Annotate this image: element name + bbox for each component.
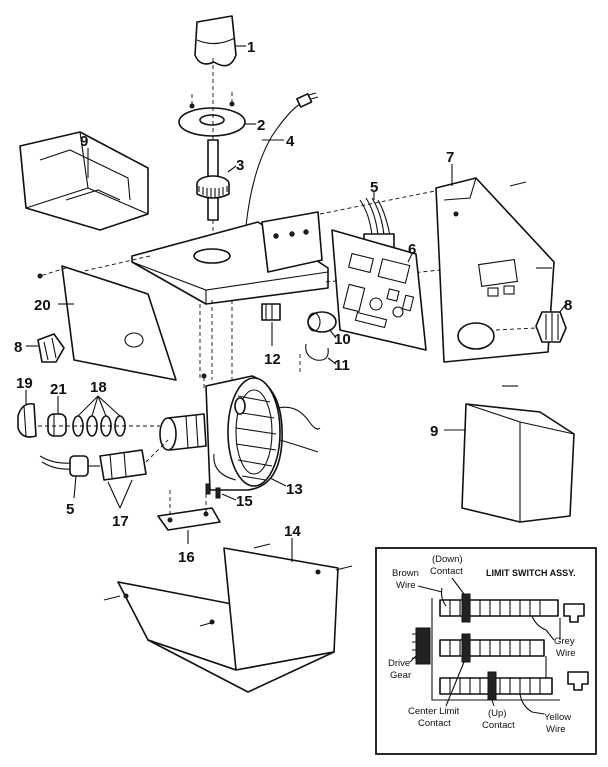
part-9-left-cover xyxy=(19,131,149,231)
label-down-contact-1: (Down) xyxy=(432,554,463,565)
part-3-shaft-gear xyxy=(196,58,230,250)
callout-3: 3 xyxy=(236,157,244,174)
callout-10: 10 xyxy=(334,331,351,348)
callout-9a: 9 xyxy=(80,133,88,150)
part-21-bearing xyxy=(47,413,67,437)
label-grey-wire-1: Grey xyxy=(554,636,575,647)
leader-17a xyxy=(107,481,121,509)
part-1-cap xyxy=(194,15,237,67)
label-center-limit-1: Center Limit xyxy=(408,706,460,717)
callout-16: 16 xyxy=(178,549,195,566)
leader-8b xyxy=(559,303,567,313)
leader-13 xyxy=(269,477,287,487)
part-20-plate xyxy=(37,265,177,381)
part-17-limit-switch xyxy=(39,439,169,481)
part-8-left-knob xyxy=(37,333,65,363)
leader-3 xyxy=(227,165,237,173)
leader-18b xyxy=(91,395,99,417)
leader-18c xyxy=(97,395,107,417)
part-18-washers xyxy=(38,415,160,437)
callout-2: 2 xyxy=(257,117,265,134)
part-11-clip xyxy=(299,343,329,372)
label-brown-wire-2: Wire xyxy=(396,580,416,591)
callout-13: 13 xyxy=(286,481,303,498)
callout-8a: 8 xyxy=(14,339,22,356)
callout-7: 7 xyxy=(446,149,454,166)
callout-19: 19 xyxy=(16,375,33,392)
limit-switch-inset: LIMIT SWITCH ASSY. (Down) Contact Brown … xyxy=(375,547,597,755)
leader-17b xyxy=(119,479,133,509)
label-up-contact-1: (Up) xyxy=(488,708,506,719)
callout-6: 6 xyxy=(408,241,416,258)
label-yellow-wire-2: Wire xyxy=(546,724,566,735)
callout-20: 20 xyxy=(34,297,51,314)
part-14-bottom-cover xyxy=(103,543,353,693)
part-15-screws xyxy=(205,483,221,499)
callout-1: 1 xyxy=(247,39,255,56)
leader-15 xyxy=(221,493,237,501)
part-2-flange xyxy=(178,92,246,137)
callout-14: 14 xyxy=(284,523,301,540)
leader-6 xyxy=(407,253,413,263)
callout-11: 11 xyxy=(334,357,350,374)
part-7-end-panel xyxy=(435,177,555,387)
callout-18: 18 xyxy=(90,379,107,396)
part-4-power-cord xyxy=(245,92,319,227)
callout-21: 21 xyxy=(50,381,67,398)
leader-18d xyxy=(97,395,121,417)
callout-9b: 9 xyxy=(430,423,438,440)
part-10-capacitor xyxy=(307,311,337,333)
callout-17: 17 xyxy=(112,513,129,530)
label-drive-gear-1: Drive xyxy=(388,658,410,669)
part-9-right-lens xyxy=(461,403,575,523)
leader-10 xyxy=(329,329,337,339)
label-yellow-wire-1: Yellow xyxy=(544,712,571,723)
callout-12: 12 xyxy=(264,351,281,368)
callout-15: 15 xyxy=(236,493,253,510)
part-12-switch xyxy=(261,303,281,321)
part-16-bracket xyxy=(157,490,221,531)
callout-5b: 5 xyxy=(66,501,74,518)
callout-5a: 5 xyxy=(370,179,378,196)
inset-title: LIMIT SWITCH ASSY. xyxy=(486,568,576,578)
part-19-collar xyxy=(17,402,37,438)
leader-18a xyxy=(77,395,99,417)
part-6-logic-board xyxy=(331,229,427,351)
leader-5b xyxy=(73,475,77,499)
callout-4: 4 xyxy=(286,133,295,150)
label-center-limit-2: Contact xyxy=(418,718,451,729)
callout-8b: 8 xyxy=(564,297,572,314)
leader-11 xyxy=(327,357,337,365)
label-brown-wire-1: Brown xyxy=(392,568,419,579)
label-grey-wire-2: Wire xyxy=(556,648,576,659)
label-up-contact-2: Contact xyxy=(482,720,515,731)
chassis-frame xyxy=(79,189,441,305)
part-13-motor xyxy=(159,373,321,491)
label-drive-gear-2: Gear xyxy=(390,670,411,681)
label-down-contact-2: Contact xyxy=(430,566,463,577)
